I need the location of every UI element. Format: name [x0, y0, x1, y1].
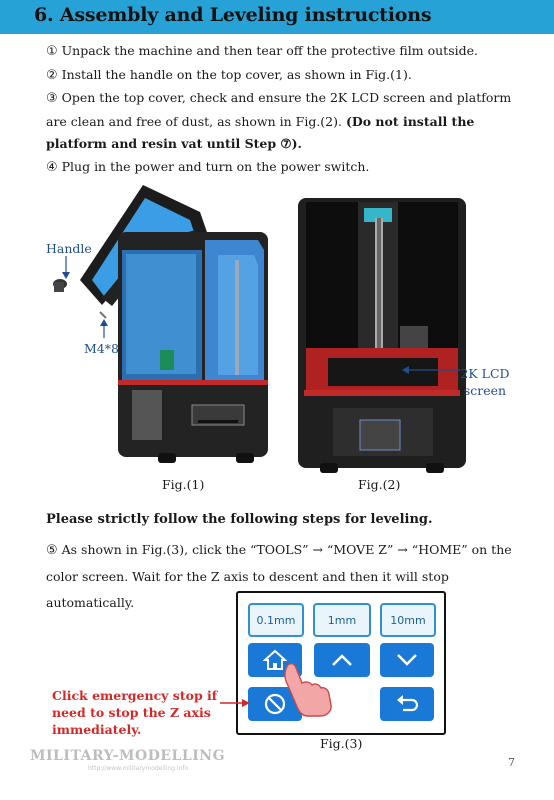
step-warning: (Do not install the platform and resin v…: [46, 113, 475, 152]
step-text: Plug in the power and turn on the power …: [57, 158, 370, 174]
step-text: Open the top cover, check and ensure the…: [46, 90, 512, 129]
step-3: ③ Open the top cover, check and ensure t…: [46, 87, 526, 156]
move-down-button[interactable]: [380, 643, 434, 677]
step-number: ⑤: [46, 543, 58, 558]
watermark-url: http://www.militarymodelling.info: [88, 765, 189, 772]
step-number: ①: [46, 44, 58, 59]
figure-2-printer-interior: [298, 198, 466, 473]
figure-1-caption: Fig.(1): [162, 477, 205, 492]
handle-label: Handle: [46, 241, 92, 256]
section-header: [0, 0, 554, 34]
emergency-stop-note: Click emergency stop if need to stop the…: [52, 688, 218, 737]
chevron-down-icon: [397, 654, 417, 666]
step-text: As shown in Fig.(3), click the “TOOLS” →…: [46, 542, 512, 610]
step-1: ① Unpack the machine and then tear off t…: [46, 40, 526, 64]
step-4: ④ Plug in the power and turn on the powe…: [46, 156, 526, 180]
move-up-button[interactable]: [314, 643, 370, 677]
steps-list: ① Unpack the machine and then tear off t…: [46, 40, 526, 179]
watermark-logo: MILITARY-MODELLING: [30, 748, 226, 764]
step-number: ④: [46, 159, 58, 175]
figure-1-printer-lid-open: [53, 185, 268, 463]
home-icon: [263, 649, 287, 670]
pointing-hand-icon: [284, 662, 332, 717]
step-2: ② Install the handle on the top cover, a…: [46, 64, 526, 88]
leveling-title: Please strictly follow the following ste…: [46, 512, 433, 527]
step-5: ⑤ As shown in Fig.(3), click the “TOOLS”…: [46, 537, 526, 616]
back-icon: [397, 695, 419, 712]
step-text: Unpack the machine and then tear off the…: [57, 43, 478, 58]
step-number: ②: [46, 67, 58, 83]
page-number: 7: [508, 756, 515, 769]
back-button[interactable]: [380, 687, 434, 721]
step-1mm-button[interactable]: 1mm: [313, 603, 371, 637]
step-0-1mm-button[interactable]: 0.1mm: [248, 603, 304, 637]
lcd-label-line-1: 2K LCD: [460, 366, 510, 381]
warning-arrow: [220, 699, 250, 707]
page-title: 6. Assembly and Leveling instructions: [34, 4, 432, 26]
lcd-label-line-2: screen: [463, 383, 507, 398]
figure-3-caption: Fig.(3): [320, 736, 363, 751]
stop-icon: [264, 693, 286, 715]
step-text: Install the handle on the top cover, as …: [57, 66, 412, 82]
step-10mm-button[interactable]: 10mm: [380, 603, 436, 637]
chevron-up-icon: [332, 654, 352, 666]
touch-screen-panel: 0.1mm 1mm 10mm: [236, 591, 446, 735]
step-number: ③: [46, 91, 58, 106]
figure-2-caption: Fig.(2): [358, 477, 401, 492]
screw-label: M4*8: [84, 341, 119, 356]
